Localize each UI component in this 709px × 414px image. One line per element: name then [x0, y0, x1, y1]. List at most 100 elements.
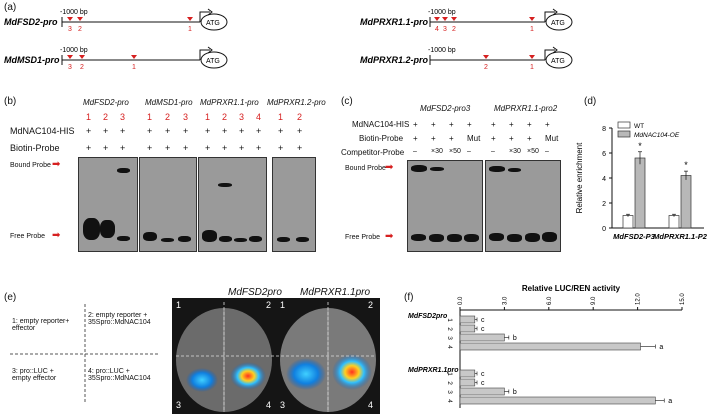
c-row1-val: +	[467, 120, 472, 129]
lane-number: 2	[103, 112, 109, 122]
plus-sign: +	[165, 143, 171, 153]
c-free-probe-label: Free Probe	[345, 234, 381, 241]
binding-site-number: 4	[435, 26, 439, 33]
c-row3-val: –	[545, 148, 549, 155]
binding-site-marker	[67, 17, 73, 21]
c-row3-val: ×30	[509, 148, 521, 155]
atg-box	[200, 13, 228, 31]
panel-f-label: (f)	[404, 292, 414, 303]
significance-letter: a	[659, 344, 663, 351]
bar	[680, 175, 692, 229]
c-row3-val: ×50	[527, 148, 539, 155]
significance-letter: b	[513, 335, 517, 342]
atg-label: ATG	[551, 20, 565, 27]
plus-sign: +	[147, 126, 153, 136]
c-row2-val: +	[449, 134, 454, 143]
binding-site-marker	[77, 17, 83, 21]
group-prxr11-label: MdPRXR1.1-pro	[200, 98, 259, 107]
category-label: 4	[446, 399, 453, 403]
promoter-name: MdMSD1-pro	[4, 55, 60, 65]
plus-sign: +	[120, 126, 126, 136]
plus-sign: +	[165, 126, 171, 136]
significance-letter: c	[481, 326, 485, 333]
group-prxr12-label: MdPRXR1.2-pro	[267, 98, 326, 107]
bar	[459, 333, 505, 342]
plus-sign: +	[205, 126, 211, 136]
legend-label: MdNAC104-OE	[634, 132, 680, 139]
c-row3-val: –	[467, 148, 471, 155]
panel-c-label: (c)	[341, 96, 353, 107]
binding-site-number: 1	[530, 26, 534, 33]
panel-d-label: (d)	[584, 96, 597, 107]
significance-star: *	[638, 141, 642, 151]
plus-sign: +	[239, 143, 245, 153]
binding-site-marker	[529, 17, 535, 21]
binding-site-number: 2	[78, 26, 82, 33]
category-label: 3	[446, 390, 453, 394]
lane-number: 1	[147, 112, 153, 122]
c-row2-val: +	[413, 134, 418, 143]
gel-msd1	[139, 157, 197, 252]
c-row2-val: Mut	[467, 134, 481, 143]
significance-letter: c	[481, 380, 485, 387]
bound-probe-label: Bound Probe	[10, 162, 51, 169]
c-row2-val: +	[431, 134, 436, 143]
bar	[459, 369, 476, 378]
y-tick-label: 0	[602, 226, 606, 233]
plus-sign: +	[222, 143, 228, 153]
c-row1-val: +	[449, 120, 454, 129]
legend-2: 2: empty reporter + 35Spro::MdNAC104	[88, 312, 151, 326]
binding-site-marker	[67, 55, 73, 59]
y-tick-label: 4	[602, 176, 606, 183]
c-row1-val: +	[509, 120, 514, 129]
binding-site-number: 3	[68, 64, 72, 70]
panel-b-label: (b)	[4, 96, 17, 107]
tss-arrow-icon	[544, 49, 555, 60]
c-bound-probe-label: Bound Probe	[345, 165, 386, 172]
c-row2-val: Mut	[545, 134, 559, 143]
x-category-label: MdFSD2-P3	[613, 232, 656, 241]
binding-site-marker	[79, 55, 85, 59]
significance-star: *	[684, 160, 688, 170]
bp-label: -1000 bp	[428, 47, 456, 54]
bound-arrow-icon: ➡	[52, 159, 61, 170]
lane-number: 2	[222, 112, 228, 122]
promoter-name: MdFSD2-pro	[4, 17, 58, 27]
significance-letter: a	[668, 398, 672, 405]
plus-sign: +	[103, 143, 109, 153]
c-row3-val: –	[491, 148, 495, 155]
plus-sign: +	[86, 143, 92, 153]
category-label: 2	[446, 381, 453, 385]
bar	[459, 342, 641, 351]
luc-leaf-images	[172, 298, 380, 414]
binding-site-marker	[442, 17, 448, 21]
c-row2-val: +	[527, 134, 532, 143]
binding-site-number: 1	[530, 64, 534, 70]
category-label: 1	[446, 318, 453, 322]
gel-fsd2	[78, 157, 138, 252]
group-label: MdFSD2pro	[408, 313, 448, 320]
plus-sign: +	[120, 143, 126, 153]
c-row1-val: +	[431, 120, 436, 129]
tss-arrow-icon	[544, 11, 555, 22]
tss-arrow-icon	[199, 49, 210, 60]
legend-4: 4: pro::LUC + 35Spro::MdNAC104	[88, 368, 151, 382]
binding-site-marker	[131, 55, 137, 59]
plus-sign: +	[297, 143, 303, 153]
group-fsd2-label: MdFSD2-pro	[83, 98, 129, 107]
plus-sign: +	[222, 126, 228, 136]
group-fsd2-pro3-label: MdFSD2-pro3	[420, 104, 471, 113]
c-row3-val: ×30	[431, 148, 443, 155]
x-category-label: MdPRXR1.1-P2	[653, 232, 708, 241]
binding-site-number: 2	[484, 64, 488, 70]
leaf-title-fsd2: MdFSD2pro	[228, 287, 282, 298]
legend-3: 3: pro::LUC + empty effector	[12, 368, 57, 382]
binding-site-number: 2	[452, 26, 456, 33]
atg-label: ATG	[206, 20, 220, 27]
legend-swatch	[617, 121, 631, 129]
legend-1: 1: empty reporter+ effector	[12, 318, 70, 332]
gel-prxr11	[198, 157, 267, 252]
bar	[668, 215, 680, 229]
